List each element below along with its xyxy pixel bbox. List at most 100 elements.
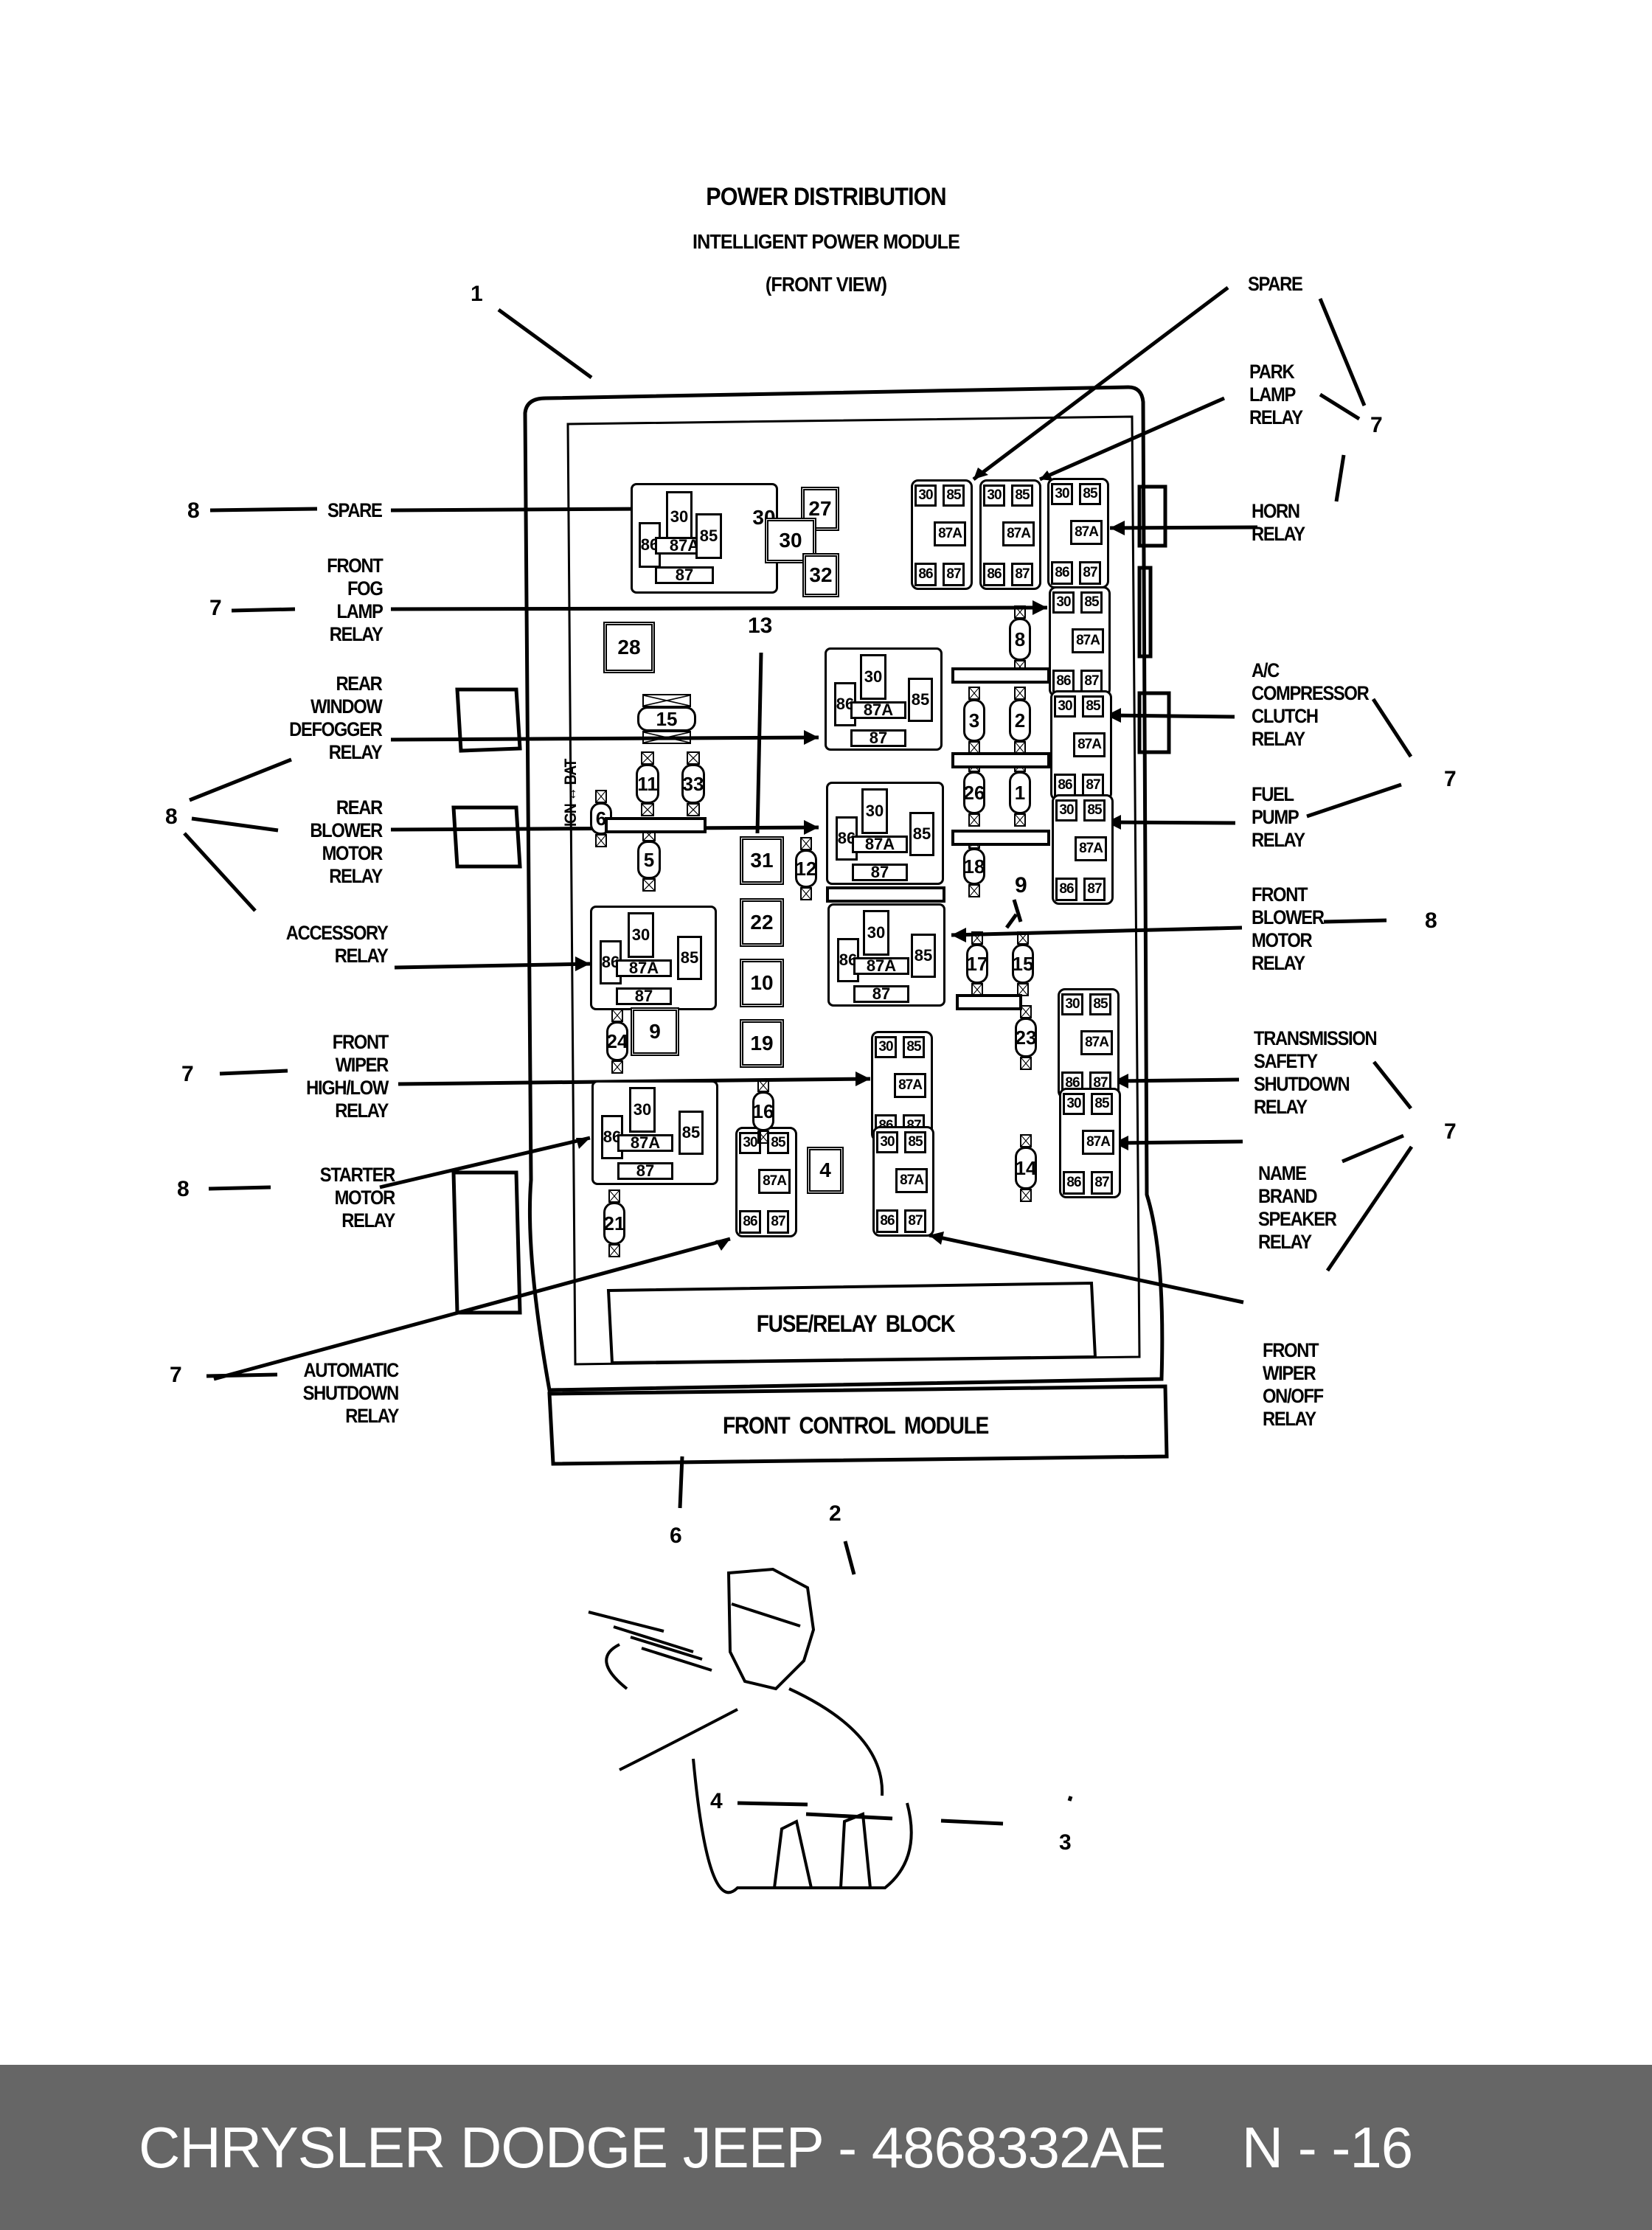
- relay-front-wiper-high-low[interactable]: 30 85 87A 86 87: [871, 1031, 933, 1142]
- pin-87: 87: [767, 1210, 789, 1234]
- relay-spare-large[interactable]: 30 86 87A 85 87: [631, 483, 778, 594]
- callout-number: 7: [1444, 767, 1457, 791]
- footer-part-number: CHRYSLER DODGE JEEP - 4868332AE N - -16: [139, 2114, 1413, 2180]
- pin-87: 87: [616, 987, 672, 1005]
- mini-fuse-1[interactable]: 1: [1009, 759, 1031, 827]
- pin-86: 86: [1063, 1171, 1085, 1195]
- maxi-fuse-19[interactable]: 19: [740, 1019, 784, 1068]
- mini-fuse-5[interactable]: 5: [637, 828, 661, 892]
- maxi-fuse-10[interactable]: 10: [740, 959, 784, 1007]
- bus-bar: [951, 667, 1050, 684]
- callout-label-front-wiper-on-off-relay: FRONT WIPER ON/OFF RELAY: [1263, 1339, 1324, 1430]
- pin-86: 86: [1051, 561, 1073, 585]
- pin-87: 87: [1079, 561, 1101, 585]
- mini-fuse-15[interactable]: 15: [1012, 931, 1034, 996]
- callout-number: 8: [165, 805, 178, 829]
- mini-fuse-3[interactable]: 3: [963, 687, 985, 754]
- mini-fuse-23[interactable]: 23: [1015, 1005, 1037, 1070]
- pin-86: 86: [600, 940, 622, 984]
- pin-30: 30: [666, 491, 693, 543]
- pin-87A: 87A: [617, 1133, 673, 1152]
- pin-87A: 87A: [1002, 521, 1035, 546]
- pin-87: 87: [850, 729, 906, 747]
- pin-85: 85: [677, 936, 702, 980]
- pin-30: 30: [1052, 591, 1075, 614]
- relay-starter-motor[interactable]: 30 86 87A 85 87: [591, 1080, 718, 1185]
- maxi-fuse-9[interactable]: 9: [631, 1007, 679, 1056]
- callout-number: 7: [1444, 1119, 1457, 1144]
- mini-fuse-18[interactable]: 18: [963, 836, 985, 897]
- relay-spare-small[interactable]: 30 85 87A 86 87: [911, 479, 973, 590]
- mini-fuse-11[interactable]: 11: [636, 751, 659, 816]
- pin-30: 30: [1063, 1093, 1085, 1115]
- relay-front-fog-lamp[interactable]: 30 85 87A 86 87: [1049, 586, 1111, 697]
- ref-number-9: 9: [1015, 873, 1027, 897]
- callout-label-rear-window-defogger-relay: REAR WINDOW DEFOGGER RELAY: [289, 673, 384, 763]
- mini-fuse-8[interactable]: 8: [1009, 605, 1031, 673]
- footer-banner: CHRYSLER DODGE JEEP - 4868332AE N - -16: [0, 2065, 1652, 2230]
- ref-number-1: 1: [471, 282, 483, 306]
- relay-rear-blower-motor[interactable]: 30 86 87A 85 87: [826, 782, 944, 885]
- relay-front-wiper-on-off[interactable]: 30 85 87A 86 87: [872, 1126, 934, 1237]
- front-control-module-label: FRONT CONTROL MODULE: [723, 1412, 989, 1439]
- mini-fuse-33[interactable]: 33: [681, 751, 705, 816]
- pin-87: 87: [943, 563, 965, 586]
- relay-transmission-safety-shutdown[interactable]: 30 85 87A 86 87: [1058, 988, 1120, 1099]
- mini-fuse-26[interactable]: 26: [963, 759, 985, 827]
- maxi-fuse-4[interactable]: 4: [807, 1147, 844, 1194]
- pin-85: 85: [1082, 695, 1104, 718]
- pin-87: 87: [1091, 1171, 1113, 1195]
- pin-86: 86: [914, 563, 937, 586]
- mini-fuse-17[interactable]: 17: [966, 931, 988, 996]
- callout-label-front-fog-lamp-relay: FRONT FOG LAMP RELAY: [326, 555, 384, 645]
- pin-86: 86: [1054, 774, 1076, 797]
- maxi-fuse-28[interactable]: 28: [603, 622, 655, 673]
- pin-86: 86: [983, 563, 1005, 586]
- maxi-fuse-32[interactable]: 32: [802, 553, 839, 597]
- pin-87: 87: [655, 566, 714, 584]
- relay-park-lamp[interactable]: 30 85 87A 86 87: [979, 479, 1041, 590]
- relay-accessory[interactable]: 30 86 87A 85 87: [590, 906, 717, 1010]
- ref-number-4: 4: [710, 1789, 723, 1813]
- relay-fuel-pump[interactable]: 30 85 87A 86 87: [1052, 794, 1114, 905]
- pin-85: 85: [1083, 799, 1106, 822]
- relay-horn[interactable]: 30 85 87A 86 87: [1047, 478, 1109, 588]
- maxi-fuse-27[interactable]: 27: [801, 487, 839, 531]
- pin-85: 85: [903, 1036, 925, 1058]
- pin-85: 85: [1011, 484, 1033, 507]
- mini-fuse-12[interactable]: 12: [795, 837, 817, 900]
- pin-30: 30: [860, 654, 886, 700]
- bus-bar: [951, 830, 1050, 846]
- pin-87A: 87A: [1072, 628, 1104, 653]
- relay-name-brand-speaker[interactable]: 30 85 87A 86 87: [1059, 1088, 1121, 1198]
- callout-label-rear-blower-motor-relay: REAR BLOWER MOTOR RELAY: [310, 796, 383, 887]
- maxi-fuse-22[interactable]: 22: [740, 898, 784, 947]
- mini-fuse-16[interactable]: 16: [752, 1079, 774, 1144]
- maxi-fuse-31[interactable]: 31: [740, 836, 784, 885]
- diagram-view-label: (FRONT VIEW): [765, 273, 887, 296]
- bus-bar: [956, 994, 1022, 1010]
- callout-number: 7: [1370, 413, 1383, 437]
- relay-ac-compressor-clutch[interactable]: 30 85 87A 86 87: [1050, 690, 1112, 801]
- relay-rear-window-defogger[interactable]: 30 86 87A 85 87: [825, 647, 943, 751]
- pin-85: 85: [1091, 1093, 1113, 1115]
- callout-number: 8: [1425, 909, 1437, 933]
- callout-label-transmission-safety-shutdown-relay: TRANSMISSION SAFETY SHUTDOWN RELAY: [1254, 1027, 1378, 1118]
- pin-30: 30: [914, 484, 937, 507]
- mini-fuse-2[interactable]: 2: [1009, 687, 1031, 754]
- mini-fuse-14[interactable]: 14: [1015, 1134, 1037, 1202]
- mini-fuse-21[interactable]: 21: [603, 1189, 625, 1257]
- mini-fuse-15-horizontal[interactable]: 15: [637, 694, 696, 744]
- pin-86: 86: [876, 1209, 898, 1233]
- pin-85: 85: [904, 1131, 926, 1153]
- pin-86: 86: [1055, 878, 1077, 901]
- relay-front-blower-motor[interactable]: 30 86 87A 85 87: [827, 903, 945, 1007]
- bus-bar: [826, 886, 945, 903]
- relay-automatic-shutdown[interactable]: 30 85 87A 86 87: [735, 1127, 797, 1237]
- pin-87: 87: [1083, 878, 1106, 901]
- mini-fuse-24[interactable]: 24: [606, 1009, 628, 1074]
- callout-number: 8: [177, 1177, 190, 1201]
- pin-87A: 87A: [853, 956, 909, 975]
- pin-30: 30: [983, 484, 1005, 507]
- callout-label-spare-right: SPARE: [1248, 273, 1303, 295]
